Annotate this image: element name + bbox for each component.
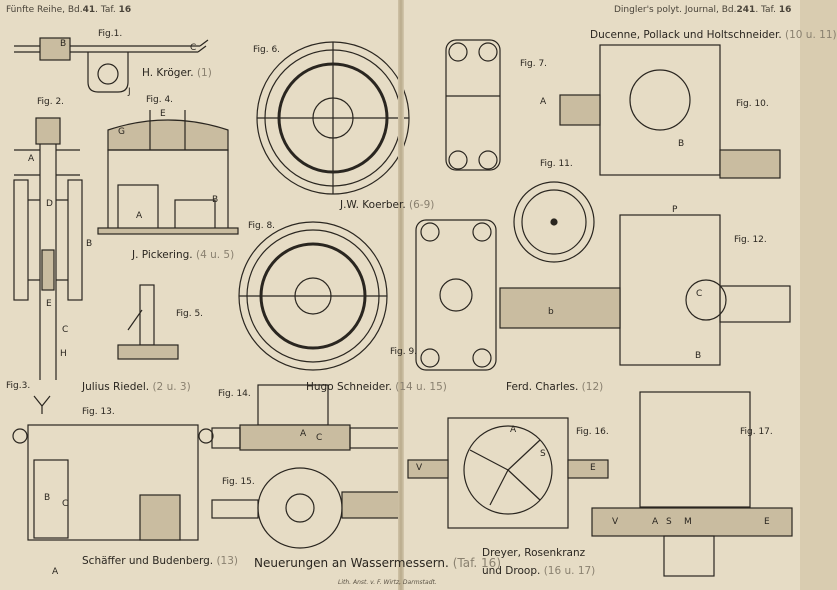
part-letter: H [60, 349, 67, 359]
fig13-label: Fig. 13. [82, 407, 115, 417]
part-letter: S [540, 449, 546, 459]
part-letter: b [548, 307, 554, 317]
fig3-drawing [33, 395, 51, 414]
part-letter: C [62, 325, 69, 335]
part-letter: S [666, 517, 672, 527]
header-right: Dingler's polyt. Journal, Bd.241. Taf. 1… [614, 5, 792, 15]
header-left: Fünfte Reihe, Bd.41. Taf. 16 [6, 5, 132, 15]
fig11-dial-drawing [513, 181, 595, 263]
part-letter: B [695, 351, 702, 361]
part-letter: A [28, 154, 35, 164]
fig17-label: Fig. 17. [740, 427, 773, 437]
caption-koerber: J.W. Koerber. (6-9) [340, 199, 435, 211]
fig15-label: Fig. 15. [222, 477, 255, 487]
fig16-drawing [407, 417, 609, 529]
fig12-drawing [499, 214, 791, 366]
part-letter: C [696, 289, 703, 299]
fig12-label: Fig. 12. [734, 235, 767, 245]
part-letter: M [684, 517, 692, 527]
fig10-drawing [559, 44, 781, 179]
part-letter: A [540, 97, 547, 107]
fig4-drawing [97, 110, 239, 235]
part-letter: A [136, 211, 143, 221]
part-letter: J [128, 87, 131, 97]
fig4-label: Fig. 4. [146, 95, 174, 105]
fig15-drawing [211, 467, 403, 549]
part-letter: E [590, 463, 596, 473]
fig1-pipe-drawing [14, 37, 209, 93]
part-letter: A [652, 517, 659, 527]
caption-pickering: J. Pickering. (4 u. 5) [132, 249, 235, 261]
fig8-label: Fig. 8. [248, 221, 276, 231]
plate-title: Neuerungen an Wassermessern. (Taf. 16) [254, 556, 501, 570]
fig7-label: Fig. 7. [520, 59, 548, 69]
fig14-label: Fig. 14. [218, 389, 251, 399]
part-letter: C [190, 43, 197, 53]
part-letter: P [672, 205, 678, 215]
part-letter: A [510, 425, 517, 435]
caption-charles: Ferd. Charles. (12) [506, 381, 604, 393]
part-letter: G [118, 127, 125, 137]
fig17-drawing [591, 391, 793, 577]
part-letter: B [678, 139, 685, 149]
part-letter: E [46, 299, 52, 309]
fig6-meter-drawing [256, 41, 410, 195]
caption-dreyer-line2: und Droop. (16 u. 17) [482, 565, 596, 577]
part-letter: E [764, 517, 770, 527]
caption-schaeffer: Schäffer und Budenberg. (13) [82, 555, 238, 567]
part-letter: V [416, 463, 423, 473]
part-letter: V [612, 517, 619, 527]
fig11-label: Fig. 11. [540, 159, 573, 169]
fig7-drawing [445, 39, 501, 171]
part-letter: B [60, 39, 67, 49]
caption-schneider: Hugo Schneider. (14 u. 15) [306, 381, 447, 393]
fig10-label: Fig. 10. [736, 99, 769, 109]
part-letter: D [46, 199, 53, 209]
fig8-meter-drawing [238, 221, 388, 371]
part-letter: E [160, 109, 166, 119]
fig14-drawing [211, 384, 403, 451]
part-letter: C [62, 499, 69, 509]
part-letter: B [44, 493, 51, 503]
fig6-label: Fig. 6. [253, 45, 281, 55]
page-fold [398, 0, 404, 590]
fig5-drawing [117, 284, 179, 360]
fig2-label: Fig. 2. [37, 97, 65, 107]
part-letter: A [300, 429, 307, 439]
fig5-label: Fig. 5. [176, 309, 204, 319]
fig3-label: Fig.3. [6, 381, 31, 391]
caption-kroeger: H. Kröger. (1) [142, 67, 212, 79]
fig9-drawing [415, 219, 497, 371]
caption-ducenne: Ducenne, Pollack und Holtschneider. (10 … [590, 29, 837, 41]
part-letter: C [316, 433, 323, 443]
fig2-pipe-drawing [13, 117, 83, 380]
fig9-label: Fig. 9. [390, 347, 418, 357]
part-letter: B [212, 195, 219, 205]
part-letter: A [52, 567, 59, 577]
caption-riedel: Julius Riedel. (2 u. 3) [82, 381, 191, 393]
fig1-label: Fig.1. [98, 29, 123, 39]
fig16-label: Fig. 16. [576, 427, 609, 437]
fig13-drawing [12, 424, 214, 541]
part-letter: B [86, 239, 93, 249]
caption-dreyer-line1: Dreyer, Rosenkranz [482, 547, 586, 559]
lithographer-imprint: Lith. Anst. v. F. Wirtz, Darmstadt. [338, 579, 437, 586]
engineering-drawings [12, 37, 793, 577]
